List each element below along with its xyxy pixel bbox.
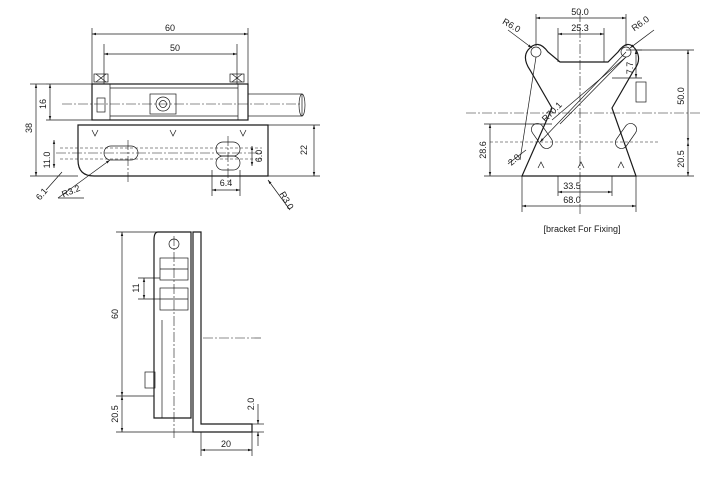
front-view: 60 50 16 38 22 11.0 6.1 R3.2 6.0 — [24, 23, 320, 211]
dim-60: 60 — [165, 23, 175, 33]
bracket-dim-50-v: 50.0 — [676, 87, 686, 105]
bracket-dim-25-3: 25.3 — [571, 23, 589, 33]
dim-r3-2: R3.2 — [60, 183, 81, 199]
bracket-dim-68: 68.0 — [563, 195, 581, 205]
bracket-hole-left — [530, 46, 542, 58]
side-body — [153, 231, 192, 419]
dim-6-0: 6.0 — [254, 150, 264, 163]
dim-6-4: 6.4 — [220, 178, 233, 188]
screw-left — [93, 73, 109, 83]
bracket-r6-right: R6.0 — [630, 14, 651, 33]
bracket-dim-2-0: 2.0 — [506, 152, 522, 168]
bracket-dim-28-6: 28.6 — [478, 141, 488, 159]
bracket-dim-20-5: 20.5 — [676, 150, 686, 168]
side-dim-2-0: 2.0 — [246, 398, 256, 411]
bracket-r6-left: R6.0 — [501, 16, 522, 34]
side-view: 11 60 20.5 2.0 20 — [110, 231, 264, 456]
bracket-dim-7-7: 7.7 — [625, 62, 635, 75]
side-dim-11: 11 — [131, 283, 141, 292]
bracket-slot-left — [531, 123, 553, 149]
cable — [247, 93, 303, 117]
side-dim-20-5: 20.5 — [110, 405, 120, 423]
side-dim-20: 20 — [221, 439, 231, 449]
dim-16: 16 — [38, 99, 48, 109]
dim-11: 11.0 — [42, 152, 52, 169]
bracket-dim-33-5: 33.5 — [563, 181, 581, 191]
bracket-slot-right — [615, 123, 637, 149]
bracket-caption: [bracket For Fixing] — [543, 224, 620, 234]
bracket-view: 50.0 25.3 R6.0 R6.0 7.7 50.0 20.5 R70.1 … — [466, 7, 700, 234]
dim-38: 38 — [24, 123, 34, 133]
side-bracket — [192, 231, 253, 433]
side-dim-60: 60 — [110, 309, 120, 319]
dim-22: 22 — [299, 145, 309, 155]
side-screw — [144, 371, 156, 389]
dim-50: 50 — [170, 43, 180, 53]
bracket-dim-50: 50.0 — [571, 7, 589, 17]
dim-r3-0: R3.0 — [278, 190, 296, 211]
base-plate — [77, 124, 269, 177]
